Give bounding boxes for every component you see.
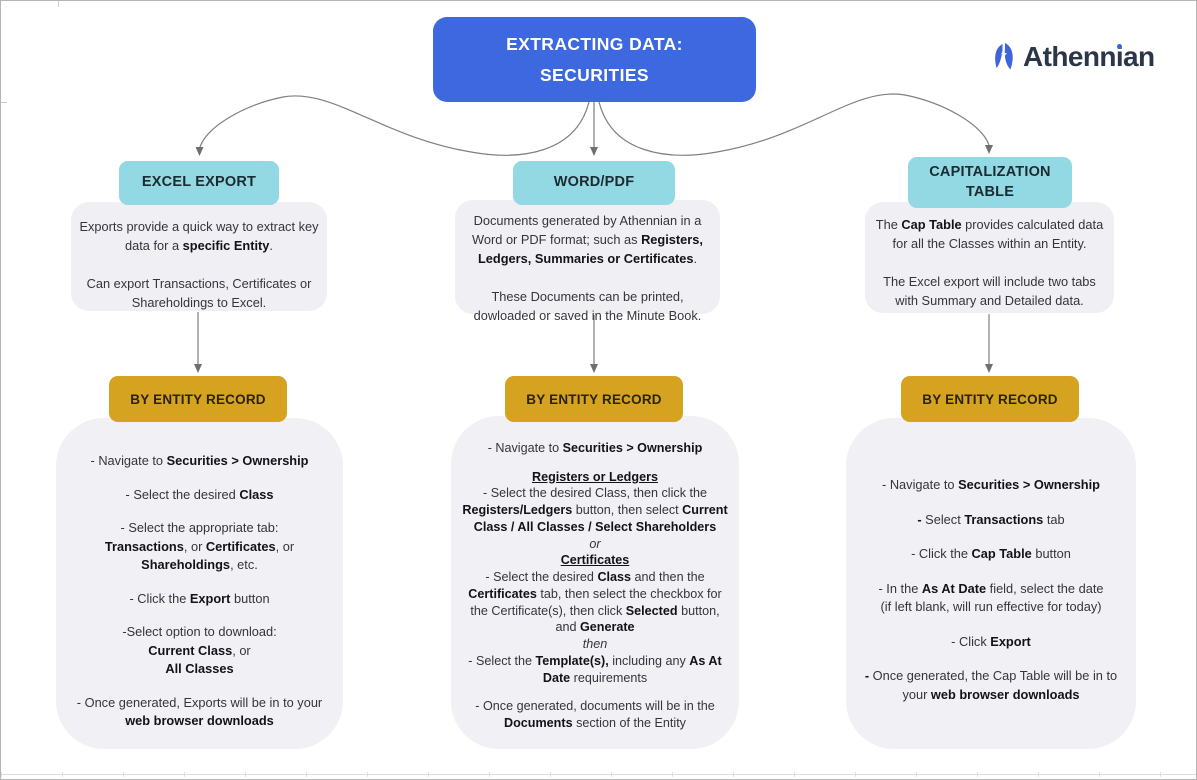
page-title: EXTRACTING DATA:SECURITIES [433,17,756,102]
step-item: - Click the Export button [129,590,270,606]
step-item: - Once generated, the Cap Table will be … [864,668,1118,702]
description-card-excel: Exports provide a quick way to extract k… [71,202,327,311]
athennian-owl-icon [995,43,1013,70]
description-paragraph: The Cap Table provides calculated data f… [875,217,1104,251]
description-paragraph: The Excel export will include two tabs w… [883,273,1096,308]
arrow-title-to-excel [199,95,590,156]
entity-record-badge-excel: BY ENTITY RECORD [109,376,287,422]
canvas-boundary-line [1,774,1196,775]
step-item: - Once generated, Exports will be in to … [76,694,323,729]
arrowhead [590,147,598,156]
brand-name: Athennian [1023,41,1155,72]
step-item: - Navigate to Securities > Ownership [487,441,703,455]
arrowhead [194,364,202,373]
arrowhead [985,364,993,373]
step-item: - Select Transactions tab [917,511,1065,527]
description-paragraph: Exports provide a quick way to extract k… [79,219,319,253]
description-paragraph: These Documents can be printed, dowloade… [473,288,702,323]
step-item: - Navigate to Securities > Ownership [882,477,1100,492]
step-item: -Select option to download:Current Class… [122,624,277,677]
entity-record-badge-captable: BY ENTITY RECORD [901,376,1079,422]
steps-card-captable: - Navigate to Securities > Ownership - Se… [846,418,1136,749]
header-capitalization-table: CAPITALIZATION TABLE [908,157,1072,208]
brand-i-dot [1117,43,1122,49]
step-item: - Select the desired Class [125,486,274,502]
entity-record-badge-wordpdf: BY ENTITY RECORD [505,376,683,422]
step-item: Registers or Ledgers- Select the desired… [462,469,728,685]
header-excel-export: EXCEL EXPORT [119,161,279,205]
description-card-wordpdf: Documents generated by Athennian in a Wo… [455,200,720,323]
step-item: - Once generated, documents will be in t… [475,699,715,731]
canvas-top-tick [58,1,59,7]
arrowhead [590,364,598,373]
description-paragraph: Can export Transactions, Certificates or… [86,275,312,310]
arrow-title-to-captable [598,93,990,156]
step-item: - Select the appropriate tab:Transaction… [104,520,295,573]
step-item: - Navigate to Securities > Ownership [90,453,309,468]
step-item: - Click Export [951,633,1031,649]
step-item: - Click the Cap Table button [911,546,1071,562]
description-paragraph: Documents generated by Athennian in a Wo… [472,213,703,266]
step-item: - In the As At Date field, select the da… [878,580,1104,615]
canvas-left-tick [1,102,7,103]
brand-logo: Athennian [989,41,1155,73]
arrowhead [985,145,993,154]
steps-card-excel: - Navigate to Securities > Ownership - Se… [56,418,343,749]
header-word-pdf: WORD/PDF [513,161,675,205]
description-card-captable: The Cap Table provides calculated data f… [865,202,1114,313]
arrowhead [195,147,204,156]
